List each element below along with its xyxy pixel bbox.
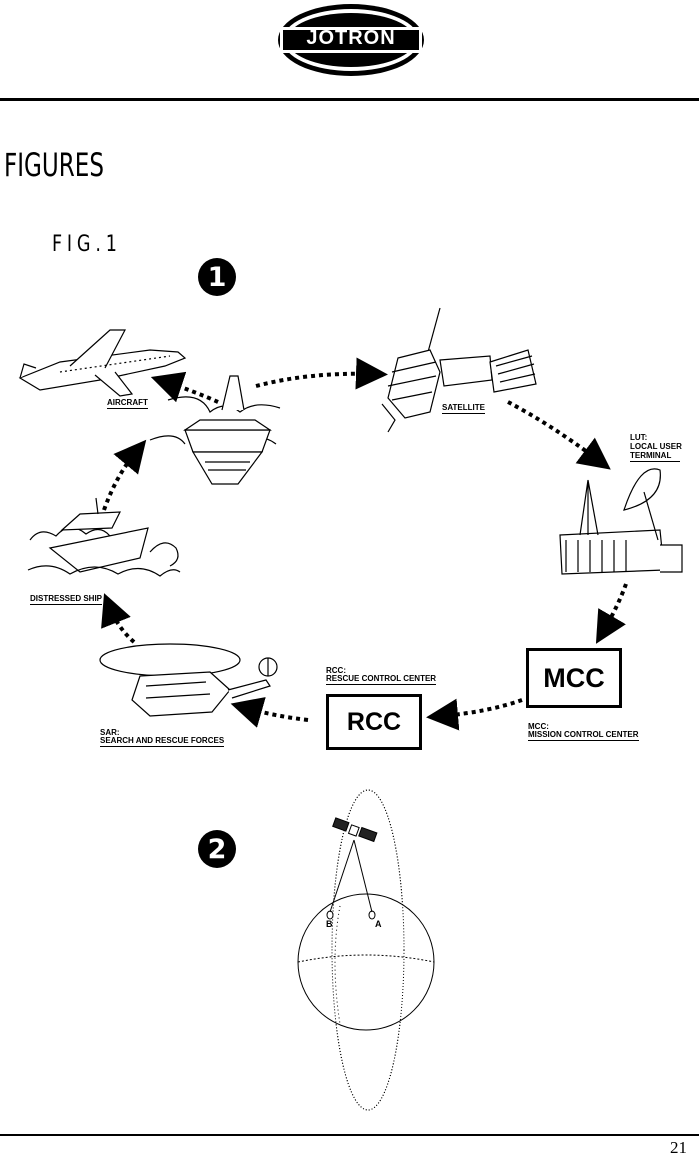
point-a-label: A [375,919,382,929]
label-mcc-2: MISSION CONTROL CENTER [528,730,639,741]
label-sar-2: SEARCH AND RESCUE FORCES [100,736,225,747]
figure2-illustration [297,789,435,1111]
label-lut-1: LUT: [630,433,648,442]
label-rcc-2: RESCUE CONTROL CENTER [326,674,437,685]
label-distressed-ship: DISTRESSED SHIP [30,594,103,605]
footer-rule [0,1134,699,1136]
page-number: 21 [670,1138,687,1157]
mcc-box-text: MCC [543,662,605,693]
section-heading: FIGURES [4,146,104,184]
label-aircraft: AIRCRAFT [107,398,148,409]
jotron-logo [278,4,424,76]
orbit-satellite-icon [332,817,378,843]
label-rcc-1: RCC: [326,666,346,675]
mcc-box: MCC [526,648,622,708]
label-satellite: SATELLITE [442,403,485,414]
lut-antenna-icon [559,468,683,575]
globe [297,893,435,1031]
figure2-badge: 2 [198,830,236,868]
point-b-label: B [326,919,333,929]
label-sar-1: SAR: [100,728,120,737]
flow-arrows [101,357,628,731]
aircraft-icon [18,329,187,397]
logo-text: JOTRON [306,27,396,49]
figure-label: FIG.1 [52,232,122,257]
beacon-icon [149,375,281,485]
rcc-box-text: RCC [346,707,402,736]
figure1-illustration [18,307,683,731]
rcc-box: RCC [326,694,422,750]
distressed-ship-icon [27,497,181,577]
helicopter-icon [99,643,278,717]
figure1-badge-number: 1 [207,261,227,293]
figure2-badge-number: 2 [207,833,227,865]
satellite-icon [381,307,537,433]
label-lut-2: LOCAL USER [630,442,682,451]
label-lut-3: TERMINAL [630,451,680,462]
label-mcc-1: MCC: [528,722,549,731]
header-rule [0,98,699,101]
figure1-badge: 1 [198,258,236,296]
